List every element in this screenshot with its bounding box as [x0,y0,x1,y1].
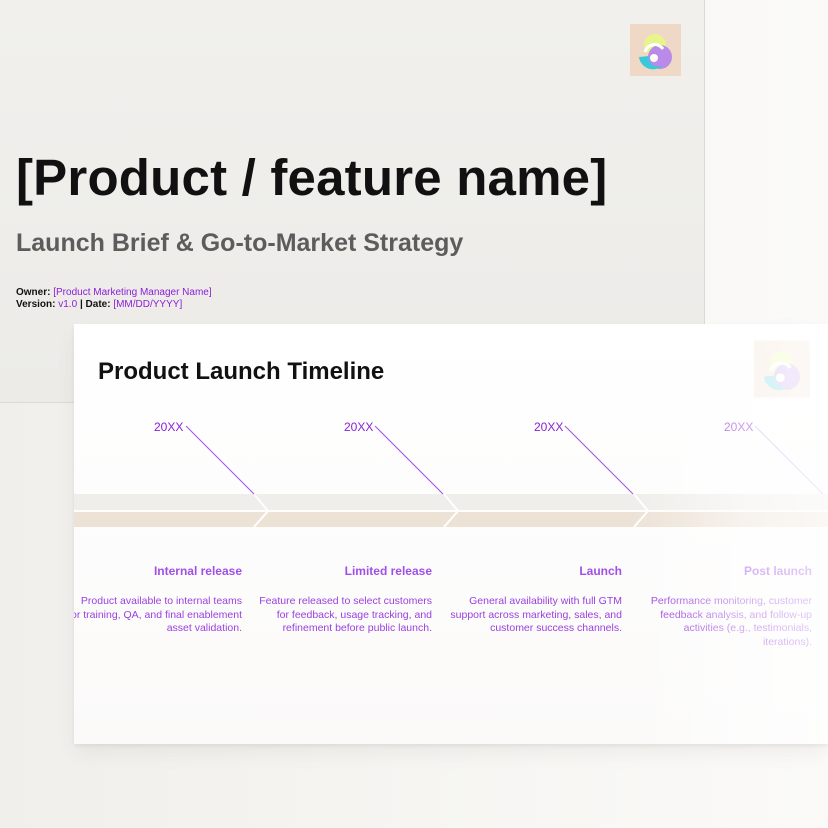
version-value: v1.0 [58,299,78,310]
phase-description: General availability with full GTM suppo… [450,595,622,634]
phase-title: Launch [579,564,622,578]
owner-label: Owner: [16,287,51,298]
owner-value: [Product Marketing Manager Name] [53,287,212,298]
phase-year: 20XX [154,420,184,434]
phase-description: Performance monitoring, customer feedbac… [650,595,812,648]
page-title: [Product / feature name] [16,149,608,206]
phase-title: Limited release [344,564,432,578]
phase-year: 20XX [534,420,564,434]
phase-internal-release: Internal release Product available to in… [74,564,242,636]
phase-year: 20XX [724,420,754,434]
phase-description: Product available to internal teams for … [74,595,242,634]
date-label: Date: [85,299,111,310]
timeline-connector [754,425,824,495]
logo-icon [754,340,810,398]
timeline-connector [185,425,255,495]
document-meta: Owner: [Product Marketing Manager Name] … [16,287,212,311]
version-label: Version: [16,299,56,310]
phase-limited-release: Limited release Feature released to sele… [256,564,432,636]
owner-line: Owner: [Product Marketing Manager Name] [16,287,212,299]
phase-title: Post launch [743,564,812,578]
timeline-chevron [443,493,460,528]
phase-year: 20XX [344,420,374,434]
page-subtitle: Launch Brief & Go-to-Market Strategy [16,229,464,257]
version-line: Version: v1.0 | Date: [MM/DD/YYYY] [16,299,212,311]
timeline-title: Product Launch Timeline [98,358,385,385]
timeline-connector [374,425,444,495]
timeline-connector [564,425,634,495]
phase-post-launch: Post launch Performance monitoring, cust… [636,564,812,649]
phase-description: Feature released to select customers for… [259,595,432,634]
meta-separator: | [79,299,83,310]
timeline-graphic [74,425,828,528]
phase-title: Internal release [153,564,242,578]
phase-launch: Launch General availability with full GT… [446,564,622,636]
timeline-chevron [253,493,270,528]
timeline-slide[interactable]: Product Launch Timeline 20XX 20XX 20XX 2… [74,324,828,744]
date-value: [MM/DD/YYYY] [113,299,183,310]
logo-icon [630,24,681,76]
